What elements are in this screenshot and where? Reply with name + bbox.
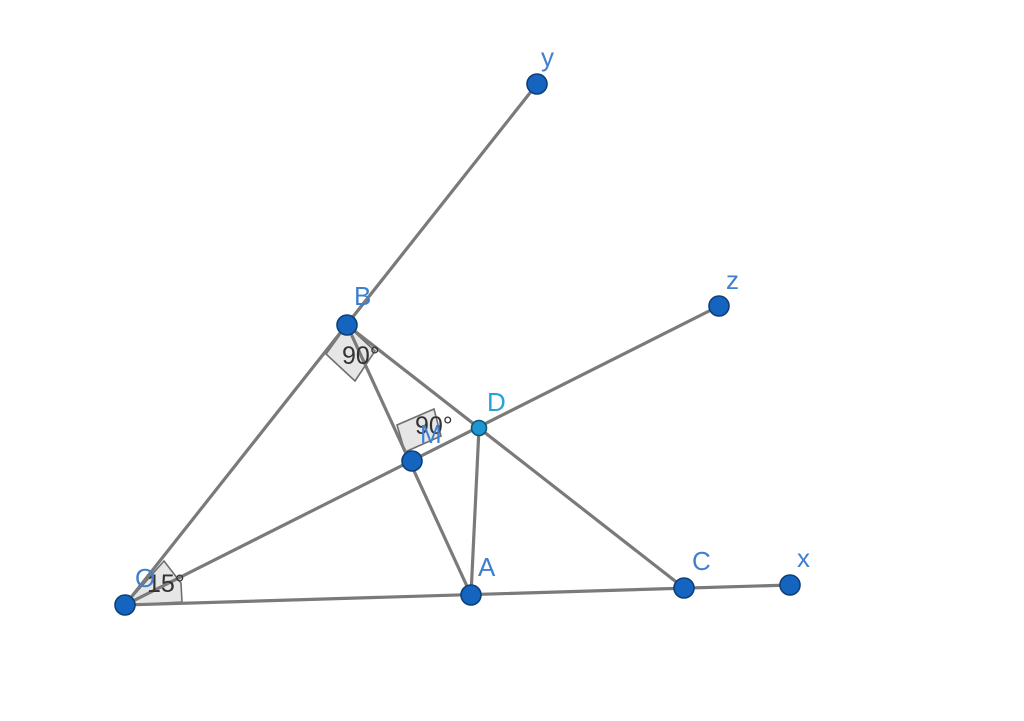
ray-oz [123, 304, 721, 607]
point-a[interactable] [460, 584, 482, 606]
angle-label-b: 90° [342, 342, 380, 370]
point-x[interactable] [779, 574, 801, 596]
point-c[interactable] [673, 577, 695, 599]
label-b: B [354, 281, 371, 311]
point-o[interactable] [114, 594, 136, 616]
label-c: C [692, 546, 711, 576]
segment-da [469, 426, 481, 597]
label-a: A [478, 552, 496, 582]
point-y[interactable] [526, 73, 548, 95]
angle-label-o: 15° [147, 570, 185, 598]
label-y: y [541, 42, 554, 72]
label-m: M [420, 419, 442, 449]
point-d[interactable] [470, 419, 488, 437]
segment-bc [345, 323, 686, 590]
point-b[interactable] [336, 314, 358, 336]
angle-label-m: 90° [415, 412, 453, 440]
ray-oy [123, 82, 539, 607]
label-x: x [797, 543, 810, 573]
label-d: D [487, 387, 506, 417]
label-z: z [726, 265, 739, 295]
label-o: O [135, 563, 155, 593]
point-z[interactable] [708, 295, 730, 317]
point-m[interactable] [401, 450, 423, 472]
